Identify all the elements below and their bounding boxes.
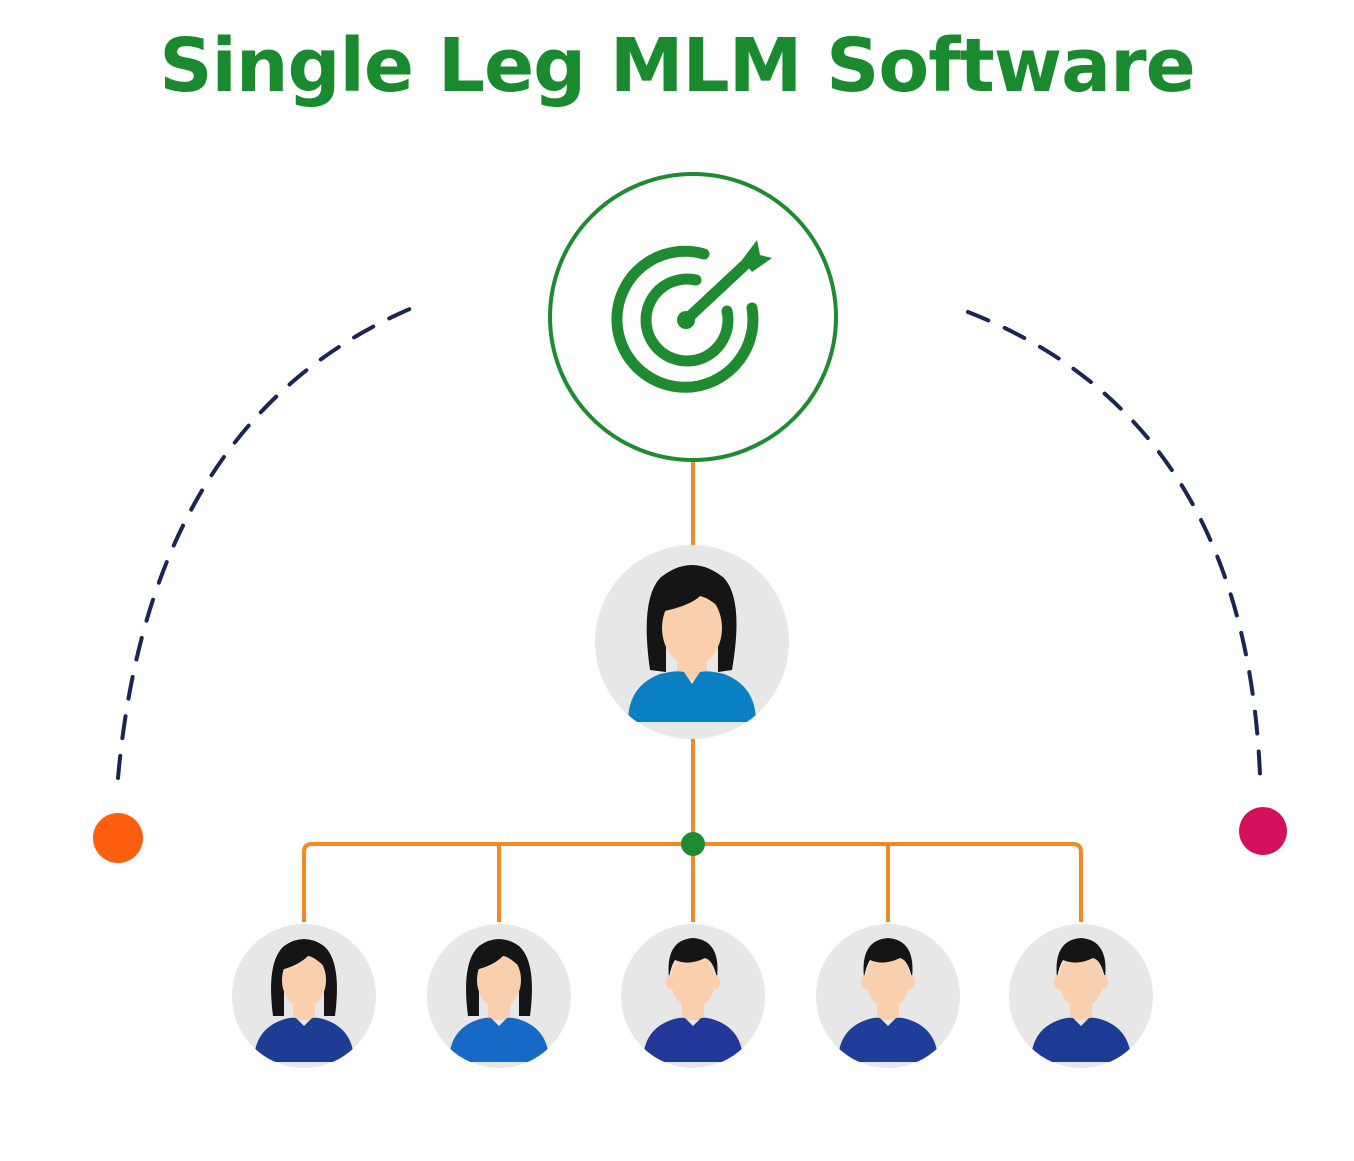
left-dashed-arc bbox=[116, 306, 414, 780]
member-node bbox=[427, 924, 571, 1068]
male-avatar-icon bbox=[1031, 938, 1131, 1062]
member-node bbox=[621, 924, 765, 1068]
right-dashed-arc bbox=[966, 310, 1262, 777]
member-node bbox=[816, 924, 960, 1068]
male-avatar-icon bbox=[643, 938, 743, 1062]
members-row bbox=[232, 924, 1153, 1068]
target-arrow-icon bbox=[611, 240, 772, 393]
goal-node bbox=[548, 172, 838, 462]
female-avatar-icon bbox=[254, 939, 354, 1062]
page-title: Single Leg MLM Software bbox=[159, 23, 1196, 109]
right-endpoint-dot bbox=[1239, 807, 1287, 855]
left-endpoint-dot bbox=[93, 813, 143, 863]
member-node bbox=[1009, 924, 1153, 1068]
junction-dot bbox=[681, 832, 705, 856]
sponsor-node bbox=[595, 545, 789, 739]
male-avatar-icon bbox=[838, 938, 938, 1062]
female-avatar-icon bbox=[449, 939, 549, 1062]
female-avatar-icon bbox=[628, 565, 756, 722]
member-node bbox=[232, 924, 376, 1068]
